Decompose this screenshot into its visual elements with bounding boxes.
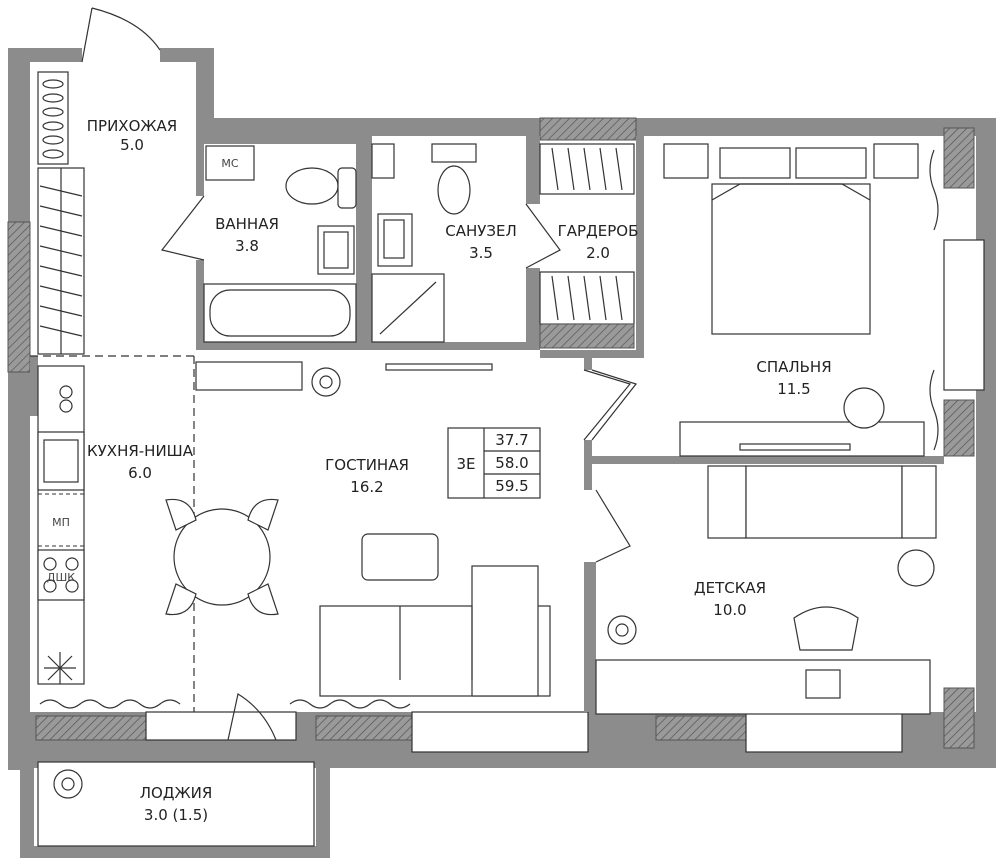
living-door	[583, 369, 632, 441]
toilet-door	[525, 203, 561, 269]
living-curtain	[39, 699, 411, 709]
apartment-type: 3Е	[456, 455, 475, 473]
bedroom-area: 11.5	[777, 380, 810, 398]
bedroom-name: СПАЛЬНЯ	[756, 358, 831, 376]
washing-machine	[205, 145, 255, 181]
bedroom-curtain	[929, 149, 939, 451]
bathroom-door	[160, 195, 205, 261]
double-bed	[663, 143, 919, 335]
area-living-value: 37.7	[495, 431, 528, 449]
loggia-plant	[53, 769, 83, 799]
kids-name: ДЕТСКАЯ	[694, 579, 766, 597]
toilet-name: САНУЗЕЛ	[445, 222, 517, 240]
hallway-wardrobe	[37, 167, 85, 355]
kids-bed	[707, 465, 937, 539]
living-plant	[311, 367, 341, 397]
toilet-fixtures	[371, 143, 477, 343]
hallway-name: ПРИХОЖАЯ	[87, 117, 177, 135]
zone-divider	[30, 355, 196, 712]
bathroom-area: 3.8	[235, 237, 259, 255]
area-total-value: 58.0	[495, 454, 528, 472]
living-area: 16.2	[350, 478, 383, 496]
hallway-shoe-rack	[37, 71, 69, 165]
loggia-area: 3.0 (1.5)	[144, 806, 208, 824]
dining-table	[165, 498, 279, 616]
living-name: ГОСТИНАЯ	[325, 456, 409, 474]
bathroom-sink	[317, 225, 355, 275]
kids-area: 10.0	[713, 601, 746, 619]
washer-label: МС	[221, 157, 238, 170]
toilet-area: 3.5	[469, 244, 493, 262]
kitchen-area: 6.0	[128, 464, 152, 482]
area-with-loggia-value: 59.5	[495, 477, 528, 495]
microwave-label: МП	[52, 516, 70, 529]
wardrobe-shelves	[539, 143, 635, 349]
bathtub	[203, 283, 357, 343]
interior-walls	[30, 136, 944, 712]
entrance-door	[81, 7, 161, 63]
hatched-columns	[7, 117, 975, 749]
bathroom-toilet	[285, 167, 357, 209]
kids-door	[595, 489, 631, 563]
loggia-name: ЛОДЖИЯ	[140, 784, 213, 802]
kitchen-name: КУХНЯ-НИША	[87, 442, 194, 460]
living-tv	[385, 363, 493, 371]
wardrobe-area: 2.0	[586, 244, 610, 262]
bedroom-dresser	[679, 387, 925, 457]
kids-plant	[607, 615, 637, 645]
wardrobe-name: ГАРДЕРОБ	[558, 222, 639, 240]
bedroom-door	[591, 369, 638, 441]
bathroom-name: ВАННАЯ	[215, 215, 279, 233]
balcony-door	[227, 693, 277, 741]
kids-desk	[595, 606, 931, 715]
windows	[37, 239, 985, 847]
kids-round-table	[897, 549, 935, 587]
hallway-area: 5.0	[120, 136, 144, 154]
sofa	[319, 565, 551, 697]
summary-table	[447, 427, 541, 499]
kitchen-unit	[37, 365, 85, 685]
oven-label: ДШК	[47, 571, 75, 584]
living-radiator	[195, 361, 303, 391]
coffee-table	[361, 533, 439, 581]
